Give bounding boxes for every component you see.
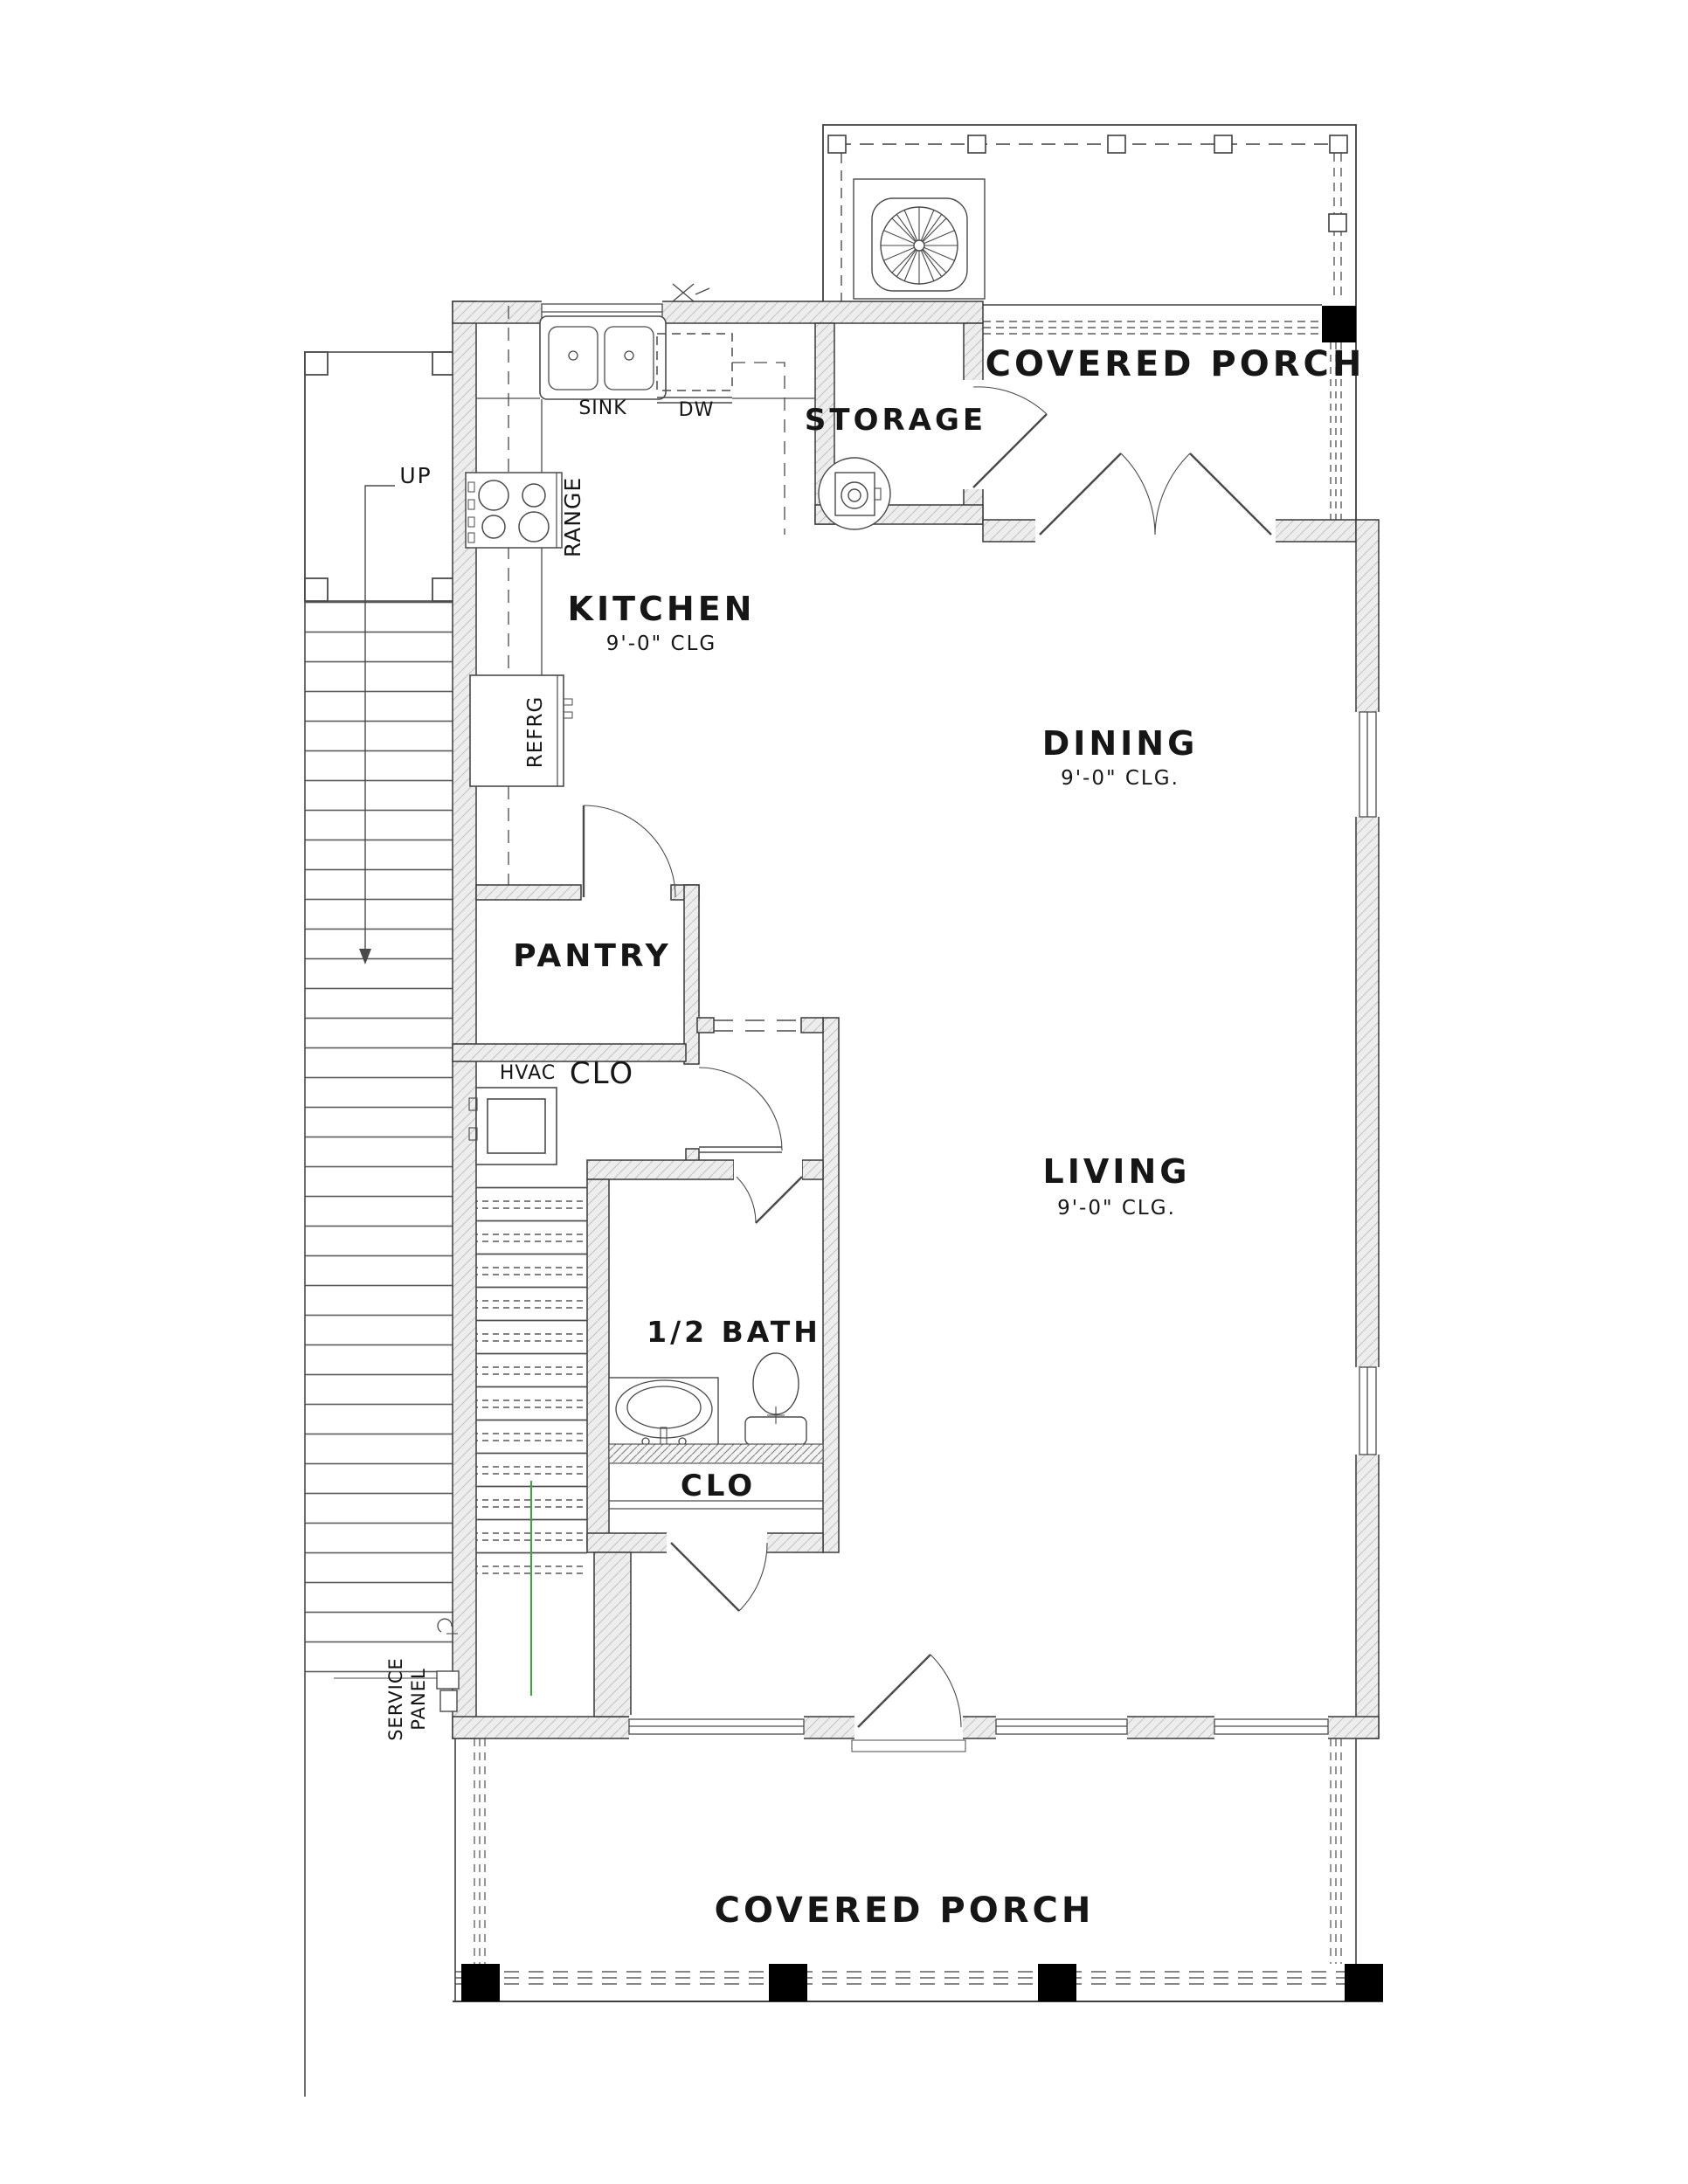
- dining-label: DINING: [1042, 724, 1199, 763]
- landing-post: [304, 351, 329, 376]
- living-east-window: [1359, 1366, 1377, 1455]
- porch-post: [1329, 135, 1348, 154]
- porch-post: [967, 135, 986, 154]
- stair-up-label: UP: [399, 463, 432, 488]
- dining-east-window: [1359, 711, 1377, 818]
- service-panel-label-1: SERVICE: [385, 1657, 406, 1741]
- living-label: LIVING: [1043, 1152, 1191, 1191]
- half-bath-label: 1/2 BATH: [647, 1315, 821, 1349]
- refrigerator-label: REFRG: [524, 696, 547, 769]
- storage-label: STORAGE: [805, 403, 986, 438]
- doors: [582, 386, 1272, 1752]
- corner-post-black: [1322, 306, 1356, 342]
- lower-porch-label: COVERED PORCH: [715, 1890, 1095, 1931]
- exterior-stair-treads: [305, 601, 455, 1693]
- kitchen-label: KITCHEN: [568, 590, 756, 628]
- storage-door: [972, 386, 1048, 488]
- refrigerator-icon: [469, 674, 573, 787]
- bath-fixtures: [608, 1352, 824, 1510]
- ceiling-fan-unit: [853, 178, 986, 300]
- pantry-door: [582, 805, 676, 898]
- landing-post: [432, 351, 456, 376]
- dishwasher-icon: [656, 333, 733, 391]
- soffit-dashed: [732, 362, 785, 535]
- range-label: RANGE: [560, 477, 585, 557]
- up-arrowhead-icon: [359, 949, 371, 964]
- upper-porch-label: COVERED PORCH: [986, 344, 1366, 384]
- landing-post: [432, 577, 456, 602]
- kitchen-fixtures: [465, 306, 815, 885]
- hvac-closet-label: CLO: [570, 1056, 634, 1091]
- bath-east-wall: [822, 1017, 840, 1553]
- closet-label: CLO: [681, 1469, 756, 1503]
- section-marker-icon: [672, 283, 710, 302]
- cased-opening-jamb-west: [696, 1017, 715, 1033]
- service-panel: [334, 1618, 460, 1712]
- pantry-label: PANTRY: [513, 938, 671, 974]
- bath-door: [736, 1176, 803, 1224]
- front-door: [851, 1654, 966, 1752]
- range-icon: [465, 472, 563, 549]
- cased-opening-dashed: [714, 1019, 801, 1032]
- closet-shelf-hatch: [608, 1443, 824, 1464]
- porch-post: [1214, 135, 1233, 154]
- east-exterior-wall: [1355, 519, 1380, 1739]
- landing-post: [304, 577, 329, 602]
- french-door-left: [1039, 453, 1156, 536]
- pantry-east-wall: [683, 884, 700, 1065]
- dining-ceiling-label: 9'-0" CLG.: [1061, 767, 1180, 790]
- hose-bib-icon: [437, 1618, 453, 1633]
- porch-post-black: [461, 1964, 500, 2001]
- up-direction-leader: [364, 485, 395, 949]
- living-ceiling-label: 9'-0" CLG.: [1057, 1197, 1176, 1220]
- porch-post-black: [769, 1964, 807, 2001]
- porch-post: [1328, 213, 1347, 232]
- dishwasher-label: DW: [679, 399, 715, 421]
- bath-door-jamb: [801, 1159, 824, 1180]
- living-south-window: [1214, 1718, 1329, 1735]
- porch-post-black: [1345, 1964, 1383, 2001]
- hall-door: [698, 1067, 783, 1153]
- service-panel-label-2: PANEL: [408, 1668, 429, 1730]
- kitchen-ceiling-label: 9'-0" CLG: [606, 632, 716, 655]
- living-south-window: [628, 1718, 805, 1735]
- stair-east-wall: [586, 1178, 610, 1549]
- living-south-window: [995, 1718, 1128, 1735]
- water-heater-icon: [818, 457, 891, 530]
- lower-porch: [453, 1738, 1383, 2002]
- pantry-south-wall: [452, 1043, 687, 1062]
- sink-icon: [548, 326, 654, 390]
- porch-post-black: [1038, 1964, 1076, 2001]
- french-door-right: [1154, 453, 1272, 536]
- porch-post: [827, 135, 847, 154]
- porch-post: [1107, 135, 1126, 154]
- bath-north-wall: [586, 1159, 735, 1180]
- understair-wall-stub: [593, 1552, 632, 1717]
- sink-cabinet: [539, 315, 667, 400]
- closet-door: [670, 1542, 768, 1612]
- cased-opening-jamb-east: [800, 1017, 824, 1033]
- sink-label: SINK: [578, 397, 626, 419]
- windows: [541, 283, 1377, 1735]
- north-exterior-wall: [452, 301, 984, 324]
- bath-sink-icon: [615, 1379, 713, 1447]
- pantry-north-wall: [475, 884, 582, 901]
- hvac-label: HVAC: [500, 1062, 556, 1084]
- vanity-cabinet: [608, 1377, 719, 1448]
- porch-rail-dashed: [455, 1971, 1379, 1985]
- porch-rail-dashed-vertical: [474, 1738, 1342, 2001]
- hvac-unit-icon: [468, 1087, 557, 1165]
